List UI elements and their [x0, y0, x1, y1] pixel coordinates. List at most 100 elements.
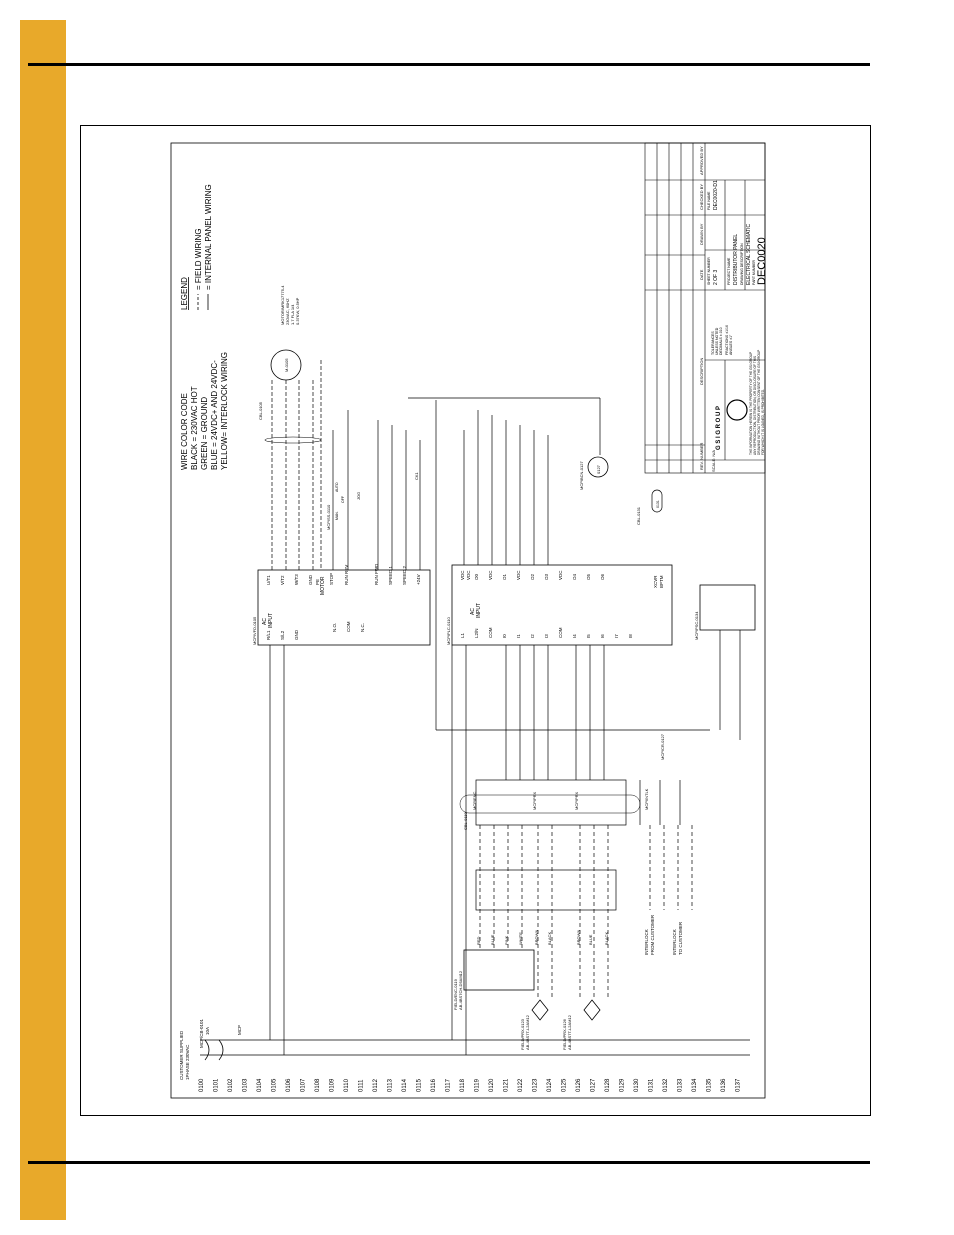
vfd-term-u: U/T1: [266, 575, 271, 585]
schematic-border: [170, 142, 766, 1099]
line-number: 0129: [620, 1078, 626, 1092]
line-number: 0124: [547, 1078, 553, 1092]
line-number: 0102: [228, 1078, 234, 1092]
plc-in-i6: I6: [600, 634, 605, 638]
notice-3: DRAWING WITHOUT PRIOR WRITTEN CONSENT OF…: [757, 350, 761, 455]
line-number: 0107: [301, 1078, 307, 1092]
motor: M-0105 MOTOR/MRK17775-4 230VAC, 60HZ 1.7…: [258, 285, 322, 570]
field-device-4: AB-4BS7T-L2AM12: [525, 1014, 530, 1050]
line-number: 0116: [431, 1078, 437, 1092]
vfd-ac-input-2: INPUT: [268, 613, 274, 628]
beacon-code: 0127: [596, 464, 601, 474]
switch-man: MAN.: [335, 511, 339, 520]
company-name: G S I G R O U P: [716, 406, 722, 450]
line-number: 0137: [736, 1078, 742, 1092]
wire-color-green: GREEN = GROUND: [200, 397, 209, 470]
plc-out-11: O5: [586, 573, 591, 580]
tolerances-4: FRACTIONS ±1/16: [725, 325, 729, 355]
power-in-label-2: 1PHASE 230VAC: [185, 1044, 190, 1080]
cable-label: CBL-0131: [636, 506, 641, 525]
plc-out-4: VDC: [488, 570, 493, 580]
interlock-from-1: INTERLOCK: [644, 929, 649, 955]
tolerances-2: UNLESS NOTED: [715, 327, 719, 355]
project-name-label: PROJECT NAME: [727, 257, 731, 285]
line-number: 0127: [591, 1078, 597, 1092]
wire-color-code: WIRE COLOR CODE BLACK = 230VAC HOT GREEN…: [180, 352, 229, 470]
sheet-number-label: SHEET NUMBER: [707, 257, 711, 285]
plc-in-i7: I7: [614, 634, 619, 638]
vfd-term-speed1: SPEED 1: [388, 565, 393, 585]
rev-number-header: REV. NUMBER: [699, 442, 704, 470]
line-number: 0109: [330, 1078, 336, 1092]
plc-title: MCP/PLC-0110: [446, 617, 451, 645]
interlock-relay: MCP/CR-0127: [660, 733, 665, 760]
field-device-2: AB-4BS7CH-D5AM12: [458, 970, 463, 1010]
legend-title: LEGEND: [180, 277, 189, 310]
wire-black-2: BLACK: [604, 932, 609, 945]
line-number: 0113: [388, 1078, 394, 1092]
wire-color-code-title: WIRE COLOR CODE: [180, 393, 189, 470]
line-number: 0110: [344, 1078, 350, 1092]
proximity-sensor-2-icon: [583, 999, 601, 1021]
vfd-term-sl2: S/L2: [280, 630, 285, 640]
wire-brown-2: BROWN: [576, 930, 581, 945]
vfd-ac-input-1: AC: [262, 618, 268, 625]
header-rule: [28, 63, 870, 66]
wire-pink: PINK: [504, 935, 509, 945]
cable: CBL-0131 0131: [636, 489, 663, 525]
file-name: DEC0020-D1: [713, 180, 719, 210]
tolerances-1: TOLERANCES: [711, 331, 715, 355]
wire-brown-1: BROWN: [534, 930, 539, 945]
psu-title: MCP/PSC-0134: [694, 611, 699, 640]
description-label: DRAWING DESCRIPTION: [740, 243, 744, 285]
tolerances-5: ANGLES ±1°: [729, 334, 733, 355]
vfd-term-run-fwd: RUN FWD: [374, 563, 379, 585]
vfd-term-com: COM: [346, 621, 351, 632]
vfd: MCP/VFD-0105 AC INPUT MOTOR U/T1 V/T2 W/…: [252, 563, 431, 646]
plc-in-l2: L2/N: [474, 628, 479, 638]
vfd-term-v: V/T2: [280, 575, 285, 585]
plc-out-9: VDC: [558, 570, 563, 580]
line-number: 0123: [533, 1078, 539, 1092]
plc-out-10: O4: [572, 573, 577, 580]
line-number: 0136: [721, 1078, 727, 1092]
file-name-label: FILE NAME: [707, 191, 711, 210]
wire-color-yellow: YELLOW= INTERLOCK WIRING: [220, 352, 229, 470]
line-number: 0119: [475, 1078, 481, 1092]
wire-black-1: BLACK: [547, 932, 552, 945]
wire-color-blue: BLUE = 24VDC+ AND 24VDC-: [210, 360, 219, 470]
line-number: 0133: [678, 1078, 684, 1092]
plc-in-i5: I5: [586, 634, 591, 638]
line-number: 0121: [504, 1078, 510, 1092]
field-device-5: FIELD/PRX-0126: [562, 1018, 567, 1050]
gsi-logo-icon: [726, 399, 748, 421]
terminal-block-prx2: MCP/PRX: [574, 791, 579, 810]
interlock-from-2: FROM CUSTOMER: [650, 914, 655, 955]
plc-in-l1: L1: [460, 632, 465, 638]
line-number: 0114: [402, 1078, 408, 1092]
motor-spec-4: 0.37KW, 0.5HP: [295, 297, 300, 325]
cable-connector-icon: [651, 489, 663, 513]
plc-out-2: VDC: [466, 570, 471, 580]
plc-in-i2: I2: [530, 634, 535, 638]
date-header: DATE: [699, 269, 704, 280]
title-block: [644, 142, 766, 474]
line-number: 0115: [417, 1078, 423, 1092]
wire-blue-2: BLUE: [588, 934, 593, 945]
plc-xcvr-1: XCVR: [653, 575, 658, 588]
line-number: 0122: [518, 1078, 524, 1092]
field-device-6: AB-4BS7T-L2AM12: [567, 1014, 572, 1050]
vfd-term-w: W/T3: [294, 574, 299, 585]
notice-2: ANY REPRODUCTION, DISTRIBUTION, OR DISCL…: [753, 356, 757, 455]
vfd-term-gnd-in: GND: [294, 629, 299, 640]
wiring: [200, 397, 750, 1056]
plc-in-i1: I1: [516, 634, 521, 638]
field-devices: FIELD/ENC-0119 AB-4BS7CH-D5AM12 FIELD/PR…: [453, 949, 601, 1050]
switch-off: OFF: [341, 496, 345, 503]
beacon-label: MCP/BCN-0127: [579, 461, 584, 490]
line-number: 0135: [707, 1078, 713, 1092]
vfd-term-rl1: R/L1: [266, 630, 271, 640]
line-number: 0105: [272, 1078, 278, 1092]
plc-in-i8: I8: [628, 634, 633, 638]
vfd-term-stop: STOP: [329, 573, 334, 585]
